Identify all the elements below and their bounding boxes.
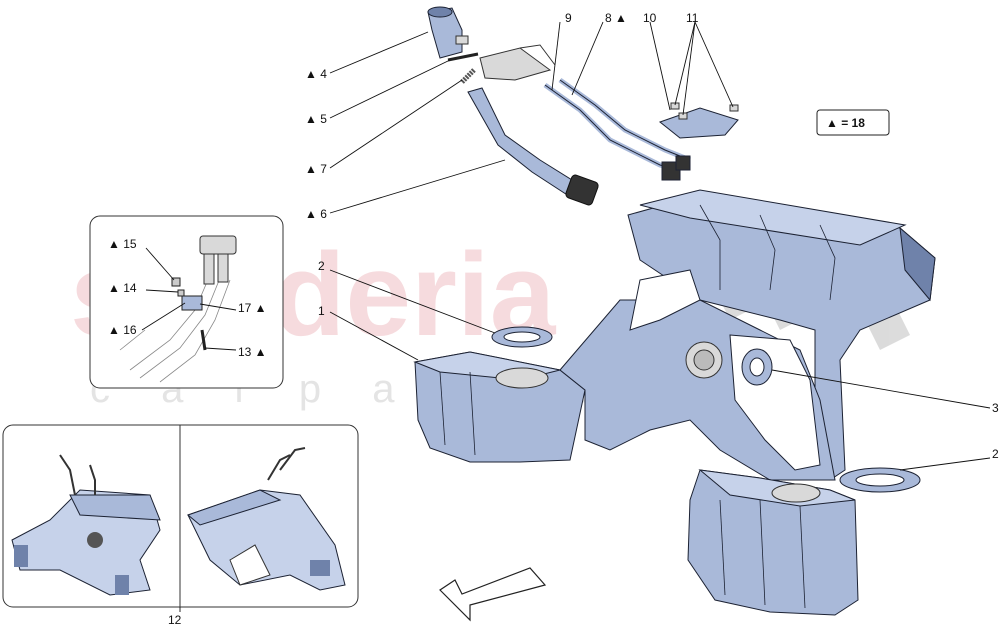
callout-3: 3 <box>992 401 999 415</box>
fastener-11a <box>670 102 680 110</box>
washer-14 <box>177 289 185 297</box>
seal-ring-3 <box>741 348 773 386</box>
callout-12: 12 <box>168 613 182 627</box>
callout-2-lower: 2 <box>992 447 999 461</box>
vent-pipe-7 <box>460 68 476 84</box>
overview-tank-right <box>187 447 346 591</box>
filler-neck-4 <box>427 6 469 59</box>
legend-text: ▲ = 18 <box>826 116 865 130</box>
callout-labels: ▲ 4 ▲ 5 ▲ 7 ▲ 6 2 1 9 8 ▲ 10 11 3 2 ▲ 15… <box>108 11 999 627</box>
leader-lines <box>141 21 991 612</box>
callout-17: 17 ▲ <box>238 301 267 315</box>
pump-flange-right <box>771 483 821 503</box>
callout-6: ▲ 6 <box>305 207 327 221</box>
callout-7: ▲ 7 <box>305 162 327 176</box>
callout-14: ▲ 14 <box>108 281 137 295</box>
legend-frame <box>816 109 890 136</box>
clamp-17 <box>181 295 203 311</box>
cover-plate-10 <box>658 102 739 139</box>
fuel-filler-pipe-6 <box>467 87 599 206</box>
callout-1: 1 <box>318 304 325 318</box>
breather-pipe-5 <box>447 52 479 62</box>
callout-10: 10 <box>643 11 657 25</box>
callout-15: ▲ 15 <box>108 237 137 251</box>
detail-filler-neck <box>199 235 237 285</box>
direction-arrow-icon <box>439 567 547 622</box>
callout-11: 11 <box>686 11 699 25</box>
gasket-2-lower <box>839 467 921 493</box>
callout-5: ▲ 5 <box>305 112 327 126</box>
overview-tank-left <box>11 454 161 596</box>
callout-13: 13 ▲ <box>238 345 267 359</box>
callout-4: ▲ 4 <box>305 67 327 81</box>
bolt-13 <box>200 329 207 351</box>
fuel-hoses-8-9 <box>543 77 691 181</box>
vapor-valve-bracket <box>479 44 556 81</box>
callout-8: 8 ▲ <box>605 11 627 25</box>
callout-2-upper: 2 <box>318 259 325 273</box>
detail-inset <box>89 215 284 389</box>
legend: ▲ = 18 <box>816 109 890 136</box>
callout-16: ▲ 16 <box>108 323 137 337</box>
callout-9: 9 <box>565 11 572 25</box>
gasket-2-upper <box>491 326 553 348</box>
nut-15 <box>171 277 181 287</box>
pump-flange-left <box>495 367 549 389</box>
overview-inset <box>2 424 359 608</box>
fastener-11c <box>729 104 739 112</box>
fuel-tank <box>413 189 936 616</box>
